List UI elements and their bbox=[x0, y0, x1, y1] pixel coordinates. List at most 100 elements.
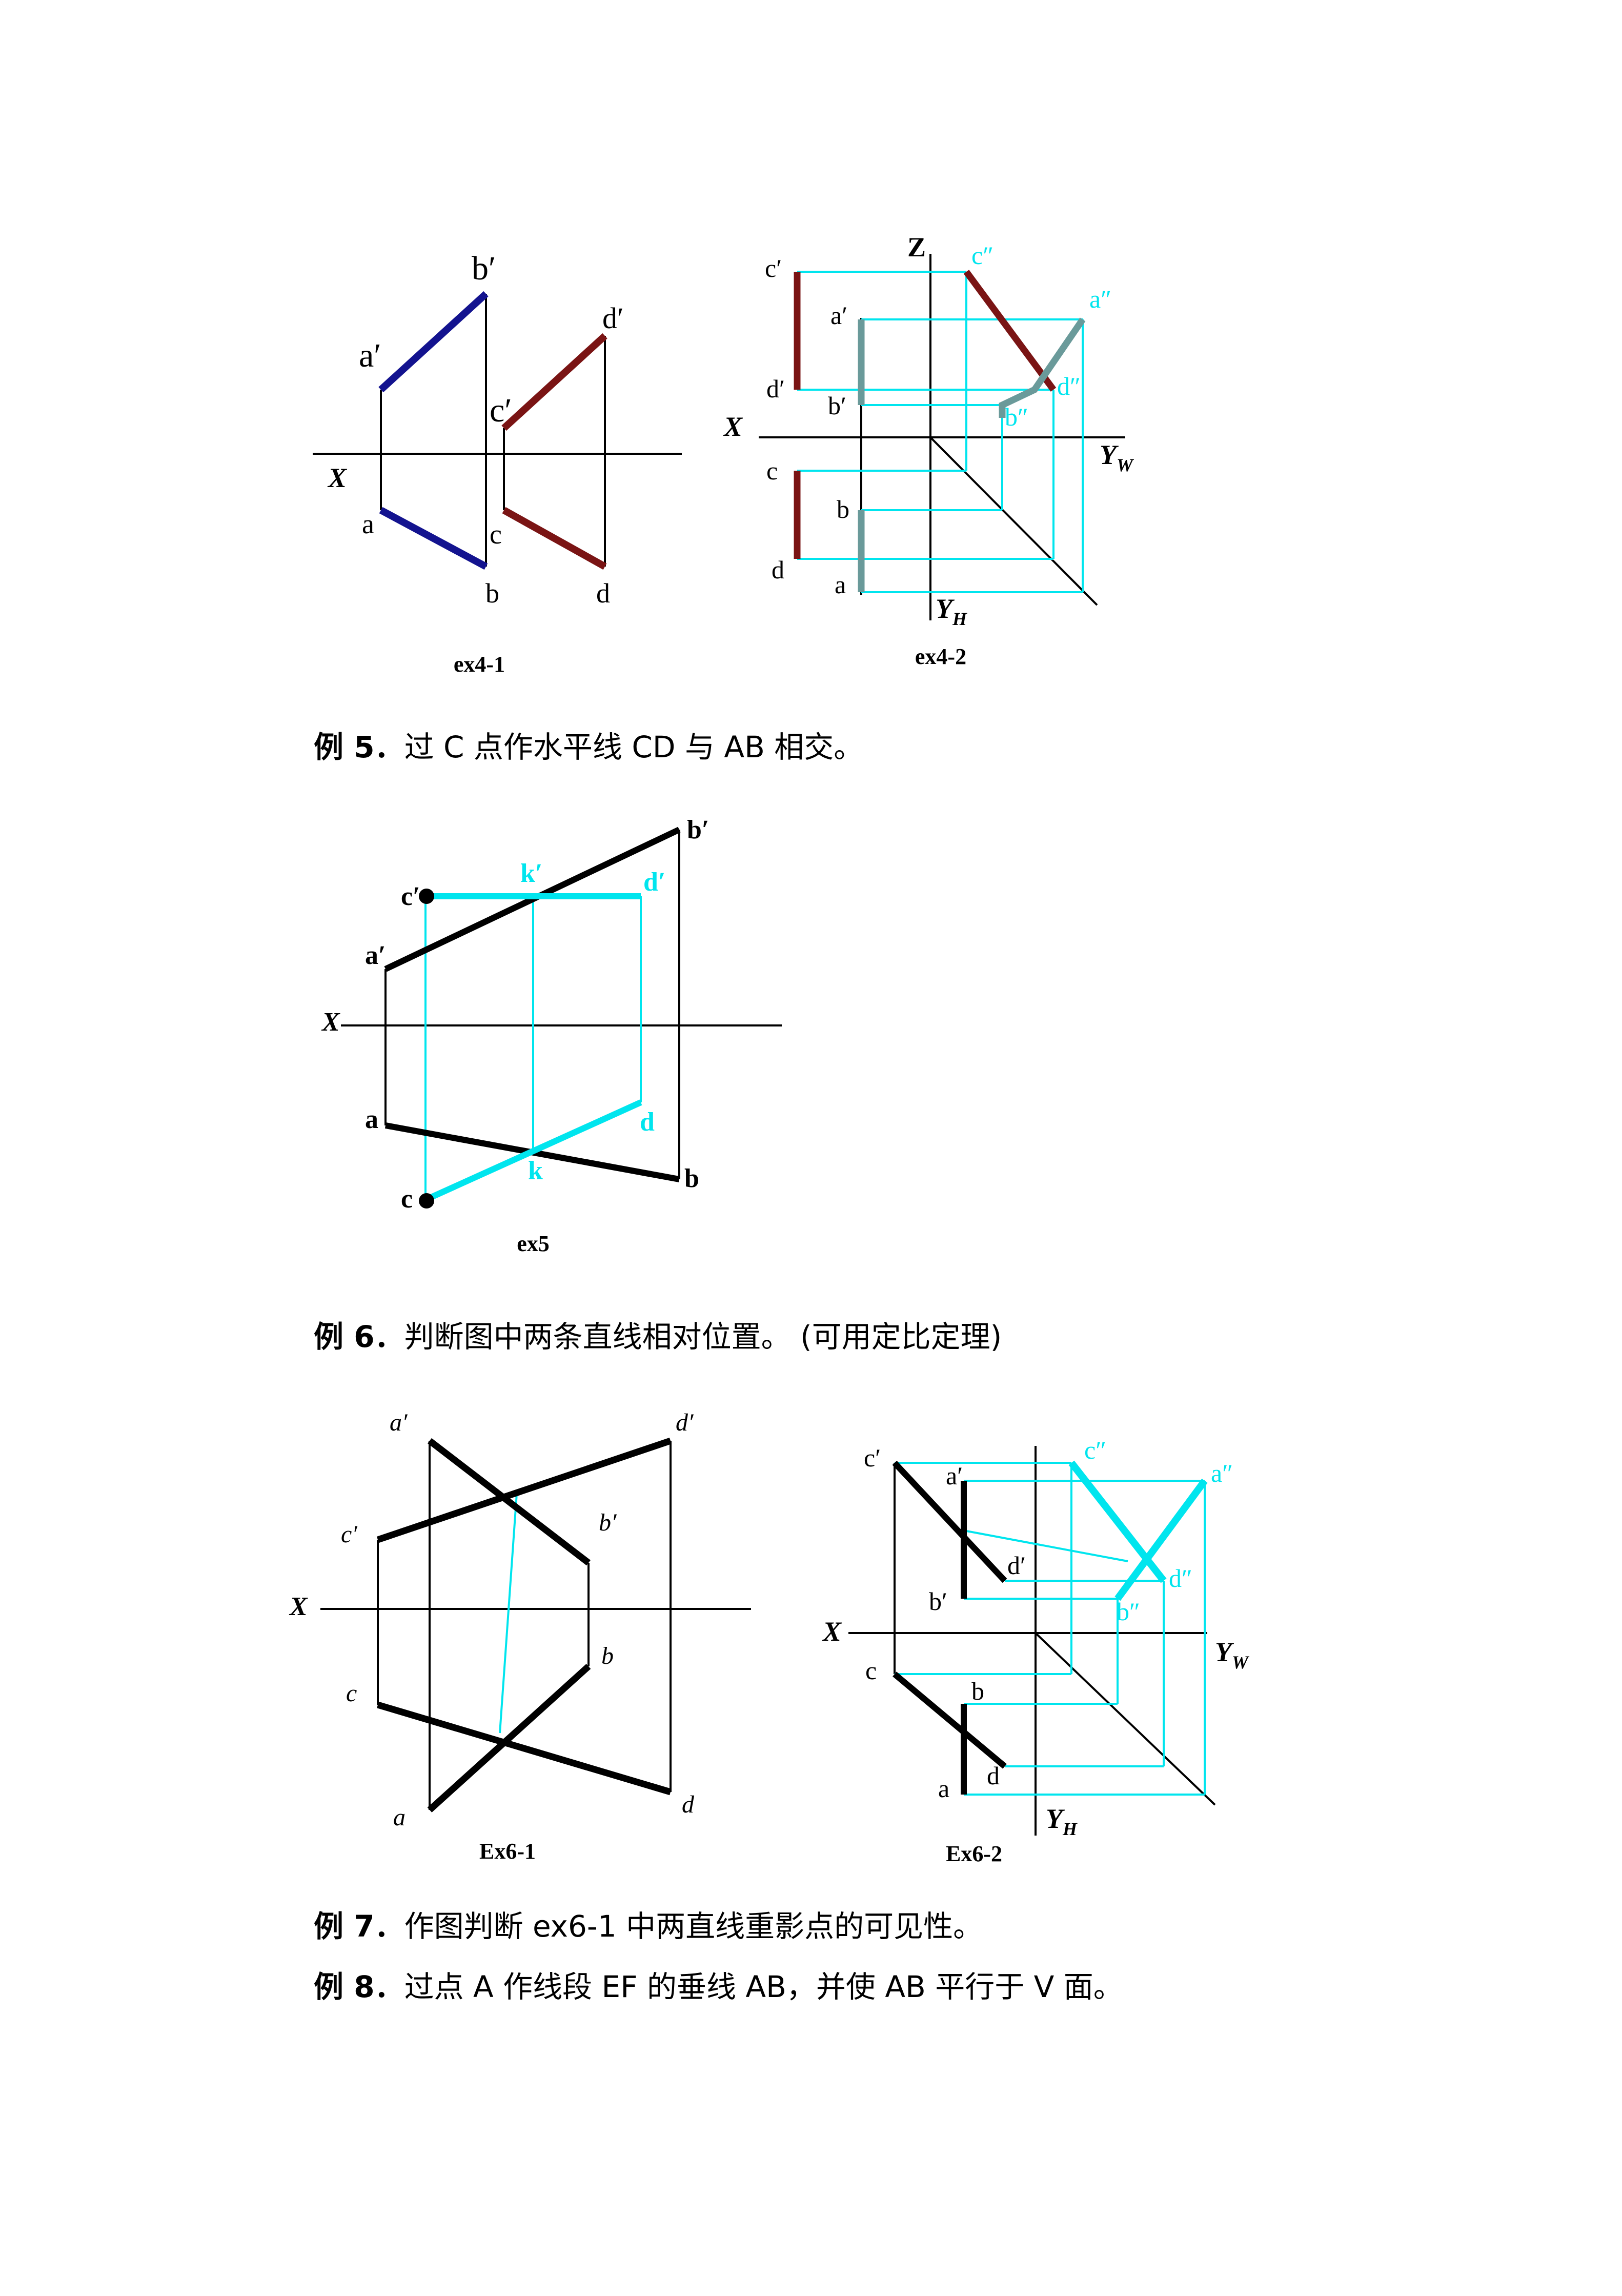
point-c-prime bbox=[419, 889, 434, 904]
point-c bbox=[419, 1193, 434, 1209]
svg-text:YW: YW bbox=[1215, 1637, 1250, 1673]
example-5-text: 过 C 点作水平线 CD 与 AB 相交。 bbox=[404, 730, 864, 764]
label-c: c bbox=[766, 456, 778, 485]
label-d: d bbox=[682, 1791, 695, 1818]
z-axis-label: Z bbox=[907, 232, 926, 263]
label-a: a bbox=[835, 570, 846, 599]
label-c-prime: c′ bbox=[864, 1443, 881, 1472]
label-b-dprime: b″ bbox=[1005, 402, 1028, 431]
caption-ex4-2: ex4-2 bbox=[915, 644, 966, 669]
label-c: c bbox=[865, 1656, 877, 1685]
label-a-prime: a′ bbox=[365, 941, 386, 970]
line-c-d bbox=[893, 1671, 1007, 1769]
label-a: a bbox=[393, 1804, 406, 1831]
x-axis-label: X bbox=[321, 1008, 340, 1037]
label-d-prime: d′ bbox=[676, 1409, 694, 1436]
yh-axis-label: Y bbox=[1046, 1803, 1065, 1834]
line-a-dprime-b-dprime bbox=[999, 317, 1086, 418]
label-d: d bbox=[772, 555, 784, 584]
label-a-prime: a′ bbox=[830, 301, 847, 330]
example-8-label: 例 8． bbox=[314, 1969, 404, 2004]
line-a-dprime-b-dprime bbox=[1114, 1478, 1208, 1601]
example-7-text: 作图判断 ex6-1 中两直线重影点的可见性。 bbox=[404, 1909, 983, 1944]
svg-text:YW: YW bbox=[1100, 439, 1134, 475]
caption-ex6-1: Ex6-1 bbox=[479, 1839, 536, 1864]
label-c: c bbox=[346, 1680, 357, 1707]
label-c-prime: c′ bbox=[401, 882, 420, 911]
line-c-dprime-d-dprime bbox=[963, 270, 1057, 392]
label-d-prime: d′ bbox=[766, 374, 785, 403]
line-a-b bbox=[427, 1664, 591, 1812]
caption-ex4-1: ex4-1 bbox=[454, 652, 505, 677]
example-6-text: 判断图中两条直线相对位置。 (可用定比定理) bbox=[404, 1319, 1002, 1354]
label-c: c bbox=[401, 1184, 413, 1214]
ratio-construction-line bbox=[499, 1493, 518, 1734]
svg-text:YH: YH bbox=[936, 593, 967, 629]
label-b-dprime: b″ bbox=[1117, 1597, 1140, 1626]
line-a-b bbox=[379, 507, 488, 570]
line-c-d bbox=[502, 507, 607, 570]
line-c-d bbox=[424, 1099, 642, 1203]
label-b-prime: b′ bbox=[472, 250, 496, 287]
label-a-prime: a′ bbox=[946, 1461, 963, 1490]
label-a: a bbox=[365, 1105, 378, 1134]
label-b: b bbox=[837, 495, 849, 523]
label-b-prime: b′ bbox=[599, 1509, 617, 1536]
label-c-prime: c′ bbox=[765, 254, 782, 283]
label-d-prime: d′ bbox=[643, 868, 666, 897]
label-c-dprime: c″ bbox=[971, 241, 994, 270]
label-d-dprime: d″ bbox=[1057, 372, 1081, 400]
x-axis-label: X bbox=[822, 1616, 842, 1647]
yh-axis-subscript: H bbox=[952, 609, 967, 629]
paragraph-example-5: 例 5．过 C 点作水平线 CD 与 AB 相交。 bbox=[314, 723, 863, 766]
label-a-dprime: a″ bbox=[1211, 1459, 1233, 1487]
line-a-prime-b-prime bbox=[378, 291, 489, 393]
line-c-d bbox=[377, 1701, 672, 1796]
label-b: b bbox=[684, 1164, 699, 1193]
x-axis-label: X bbox=[289, 1592, 308, 1621]
label-b-prime: b′ bbox=[929, 1587, 947, 1616]
caption-ex5: ex5 bbox=[517, 1231, 550, 1256]
label-k: k bbox=[528, 1156, 543, 1185]
label-c-prime: c′ bbox=[490, 392, 512, 429]
label-a: a bbox=[938, 1774, 949, 1803]
ratio-construction-line bbox=[963, 1529, 1128, 1562]
example-5-label: 例 5． bbox=[314, 730, 404, 764]
label-b: b bbox=[971, 1677, 984, 1705]
label-a-prime: a′ bbox=[390, 1409, 408, 1436]
label-k-prime: k′ bbox=[520, 859, 543, 888]
line-a-prime-b-prime bbox=[428, 1438, 591, 1566]
label-c-prime: c′ bbox=[341, 1521, 358, 1548]
label-d: d bbox=[640, 1107, 655, 1137]
paragraph-example-7: 例 7．作图判断 ex6-1 中两直线重影点的可见性。 bbox=[314, 1902, 983, 1945]
label-c: c bbox=[490, 519, 502, 550]
label-d: d bbox=[596, 578, 610, 609]
yh-axis-subscript: H bbox=[1062, 1819, 1078, 1839]
yw-axis-subscript: W bbox=[1117, 455, 1134, 475]
x-axis-label: X bbox=[723, 411, 743, 442]
line-c-prime-d-prime bbox=[501, 333, 607, 431]
label-b-prime: b′ bbox=[687, 815, 709, 844]
label-a: a bbox=[362, 509, 374, 539]
label-b-prime: b′ bbox=[828, 391, 846, 420]
label-c-dprime: c″ bbox=[1084, 1436, 1106, 1464]
x-axis-label: X bbox=[327, 462, 348, 493]
label-a-prime: a′ bbox=[359, 337, 381, 374]
yw-axis-subscript: W bbox=[1232, 1652, 1250, 1673]
label-d-prime: d′ bbox=[1007, 1551, 1026, 1580]
label-d-dprime: d″ bbox=[1169, 1564, 1192, 1593]
paragraph-example-8: 例 8．过点 A 作线段 EF 的垂线 AB，并使 AB 平行于 V 面。 bbox=[314, 1963, 1123, 2006]
example-8-text: 过点 A 作线段 EF 的垂线 AB，并使 AB 平行于 V 面。 bbox=[404, 1969, 1123, 2004]
example-6-label: 例 6． bbox=[314, 1319, 404, 1354]
yw-axis-label: Y bbox=[1100, 439, 1119, 470]
line-c-prime-d-prime bbox=[376, 1437, 672, 1543]
example-7-label: 例 7． bbox=[314, 1909, 404, 1944]
label-d: d bbox=[987, 1761, 1000, 1790]
label-a-dprime: a″ bbox=[1089, 285, 1111, 313]
